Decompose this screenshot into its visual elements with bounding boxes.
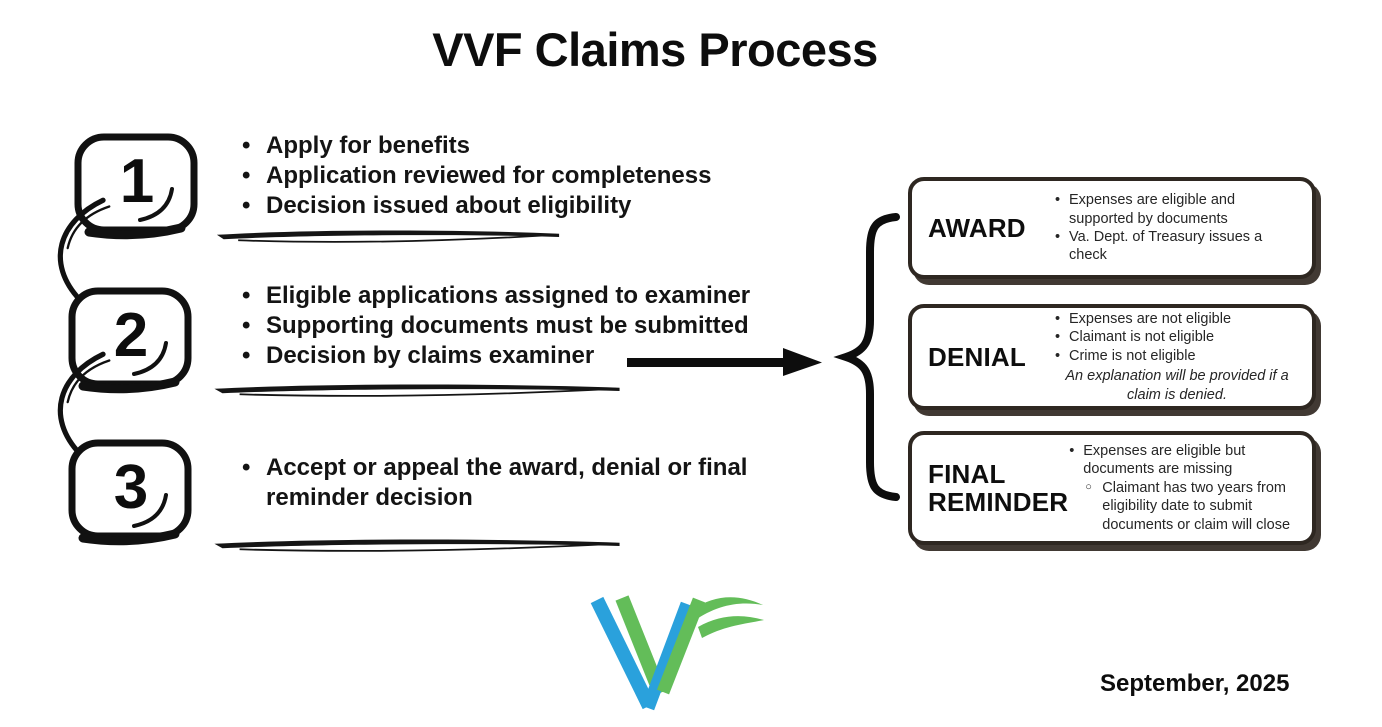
- step-1-number: 1: [119, 146, 155, 216]
- step-3-box: 3: [66, 438, 196, 546]
- step-1-divider: [214, 226, 562, 248]
- step-2-box: 2: [66, 286, 196, 394]
- outcome-bullet: Claimant is not eligible: [1054, 328, 1300, 347]
- outcome-details: Expenses are eligible but documents are …: [1068, 442, 1300, 534]
- sketch-square-icon: [68, 287, 192, 394]
- step-3-divider: [211, 535, 623, 557]
- step-2-bullets: Eligible applications assigned to examin…: [238, 281, 858, 371]
- outcome-label: AWARD: [928, 212, 1026, 243]
- outcome-label: FINAL REMINDER: [928, 458, 1069, 517]
- outcome-box-denial: DENIAL Expenses are not eligible Claiman…: [908, 304, 1316, 410]
- step-1-bullets: Apply for benefits Application reviewed …: [238, 131, 778, 221]
- decision-flow-arrow: [627, 347, 823, 377]
- divider-swoosh-icon: [214, 539, 620, 552]
- outcome-bullet: Va. Dept. of Treasury issues a check: [1054, 228, 1300, 265]
- outcome-grouping-brace: [833, 212, 903, 504]
- denial-note: An explanation will be provided if a cla…: [1065, 368, 1289, 403]
- outcome-bullet: Expenses are eligible and supported by d…: [1054, 191, 1300, 228]
- step-2-divider: [211, 380, 623, 402]
- bullet-item: Decision by claims examiner: [238, 341, 858, 371]
- vvf-logo-icon: [590, 595, 764, 711]
- divider-swoosh-icon: [216, 230, 560, 243]
- bullet-item: Supporting documents must be submitted: [238, 311, 858, 341]
- step-2-number: 2: [113, 300, 149, 370]
- step-3-bullets: Accept or appeal the award, denial or fi…: [238, 453, 798, 513]
- page-title: VVF Claims Process: [432, 23, 878, 76]
- footer-date: September, 2025: [1100, 670, 1290, 697]
- outcome-bullet: Expenses are eligible but documents are …: [1068, 442, 1300, 479]
- outcome-details: Expenses are not eligible Claimant is no…: [1054, 310, 1300, 404]
- outcome-label: DENIAL: [928, 341, 1026, 372]
- bullet-item: Application reviewed for completeness: [238, 161, 778, 191]
- divider-swoosh-icon: [214, 384, 620, 397]
- right-arrow-icon: [627, 348, 822, 376]
- outcome-box-final-reminder: FINAL REMINDER Expenses are eligible but…: [908, 431, 1316, 545]
- outcome-box-award: AWARD Expenses are eligible and supporte…: [908, 177, 1316, 279]
- bullet-item: Eligible applications assigned to examin…: [238, 281, 858, 311]
- bullet-item: Accept or appeal the award, denial or fi…: [238, 453, 798, 513]
- curly-brace-icon: [833, 213, 900, 501]
- sketch-square-icon: [68, 439, 192, 546]
- outcome-sub-bullet: Claimant has two years from eligibility …: [1068, 479, 1300, 534]
- outcome-bullet: Expenses are not eligible: [1054, 310, 1300, 329]
- step-3-number: 3: [113, 452, 149, 522]
- bullet-item: Decision issued about eligibility: [238, 191, 778, 221]
- outcome-bullet: Crime is not eligible: [1054, 347, 1300, 366]
- outcome-details: Expenses are eligible and supported by d…: [1054, 191, 1300, 265]
- bullet-item: Apply for benefits: [238, 131, 778, 161]
- vvf-logo: [577, 594, 767, 720]
